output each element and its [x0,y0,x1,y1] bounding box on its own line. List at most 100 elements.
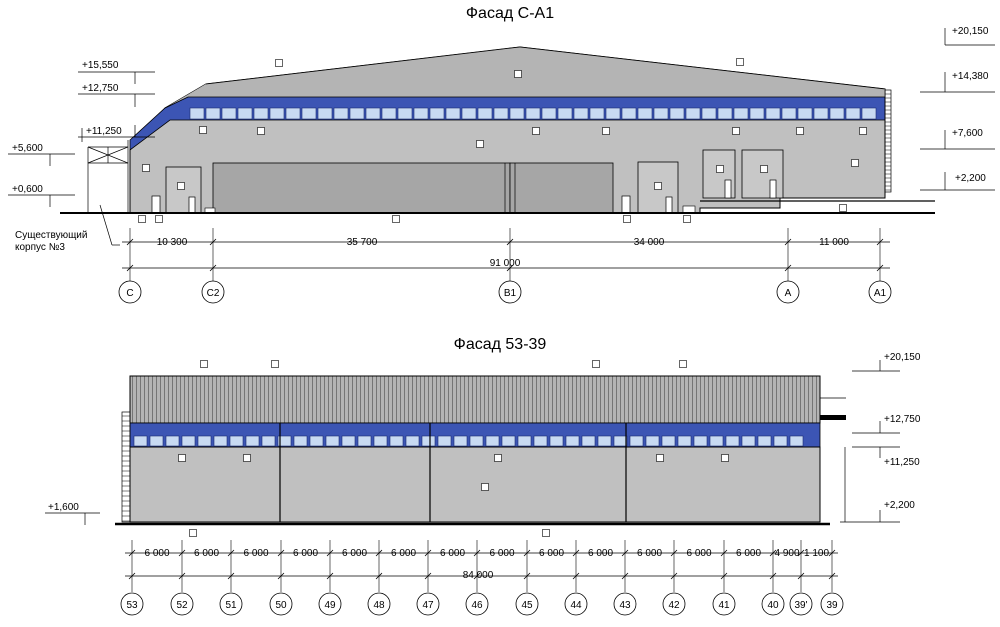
axis-bubble-49: 49 [318,592,342,616]
window-pane [149,435,164,447]
window-pane [765,107,781,120]
material-tag [716,165,724,173]
window-pane [413,107,429,120]
window-pane [789,435,804,447]
window-pane [781,107,797,120]
axis-bubble-45: 45 [515,592,539,616]
window-pane [309,435,324,447]
level-left-2: +12,750 [82,83,119,94]
window-pane [349,107,365,120]
window-pane [589,107,605,120]
material-tag [851,159,859,167]
svg-text:А: А [785,288,792,299]
material-tag [155,215,163,223]
window-pane [709,435,724,447]
window-pane [613,435,628,447]
window-pane [741,435,756,447]
window-pane [261,435,276,447]
material-tag [257,127,265,135]
axis-bubble-52: 52 [170,592,194,616]
dim-total: 91 000 [490,258,521,269]
dim-2: 35 700 [347,237,378,248]
window-pane [333,107,349,120]
window-pane [317,107,333,120]
svg-text:А1: А1 [874,288,887,299]
material-tag [796,127,804,135]
window-pane [597,435,612,447]
window-pane [701,107,717,120]
level-left-5: +0,600 [12,184,43,195]
window-pane [453,435,468,447]
f2-dim-3: 6 000 [243,548,268,559]
f2-dim-6: 6 000 [391,548,416,559]
facade-1-windows [189,107,877,120]
svg-text:49: 49 [324,600,336,611]
window-pane [797,107,813,120]
axis-bubble-53: 53 [120,592,144,616]
facade-1-ladder [884,89,892,193]
material-tag [514,70,522,78]
facade-1-level-marks: +20,150 +14,380 +7,600 +2,200 +15,550 +1… [8,26,995,207]
svg-text:53: 53 [126,600,138,611]
window-pane [693,435,708,447]
gate-small-4 [741,149,784,199]
axis-bubble-50: 50 [269,592,293,616]
window-pane [229,435,244,447]
window-pane [845,107,861,120]
svg-text:С: С [126,288,133,299]
window-pane [269,107,285,120]
window-pane [397,107,413,120]
svg-text:42: 42 [668,600,680,611]
window-pane [493,107,509,120]
window-pane [573,107,589,120]
dim-4: 11 000 [819,237,849,248]
f2-dim-11: 6 000 [637,548,662,559]
window-pane [293,435,308,447]
material-tag [656,454,664,462]
window-pane [533,435,548,447]
material-tag [243,454,251,462]
axis-bubble-42: 42 [662,592,686,616]
level-mark-right: +20,150 [944,26,995,46]
dim-1: 10 300 [157,237,188,248]
facade-2-wall [129,446,821,523]
svg-text:44: 44 [570,600,582,611]
material-tag [760,165,768,173]
window-pane [629,435,644,447]
window-pane [677,435,692,447]
f2-dim-4: 6 000 [293,548,318,559]
axis-bubble-43: 43 [613,592,637,616]
svg-text:39': 39' [794,600,807,611]
existing-note-line-1: Существующий [15,230,87,241]
material-tag [142,164,150,172]
window-pane [165,435,180,447]
svg-text:52: 52 [176,600,188,611]
facade-1-title: Фасад С-А1 [466,5,554,22]
window-pane [213,435,228,447]
material-tag [683,215,691,223]
window-pane [669,107,685,120]
window-pane [461,107,477,120]
f2-dim-15: 1 100 [804,548,829,559]
window-pane [477,107,493,120]
facade-2-ladder [121,411,131,523]
axis-bubble-44: 44 [564,592,588,616]
window-pane [277,435,292,447]
axis-bubble-C: С [118,280,142,304]
window-pane [181,435,196,447]
f2-dim-9: 6 000 [539,548,564,559]
window-pane [429,107,445,120]
window-pane [437,435,452,447]
window-pane [685,107,701,120]
material-tag [476,140,484,148]
material-tag [721,454,729,462]
window-pane [421,435,436,447]
window-pane [485,435,500,447]
window-pane [773,435,788,447]
window-pane [653,107,669,120]
material-tag [275,59,283,67]
axis-bubble-51: 51 [219,592,243,616]
f2-dim-12: 6 000 [686,548,711,559]
